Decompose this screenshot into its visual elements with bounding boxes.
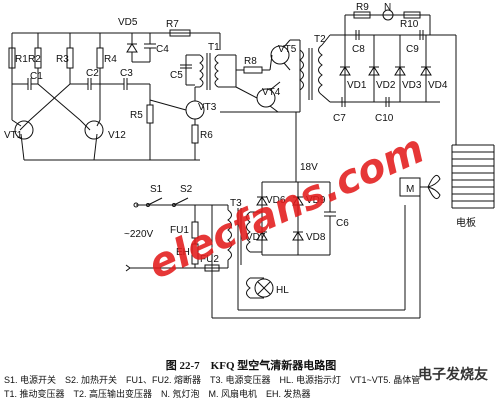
watermark-text: elecfans.com	[142, 126, 432, 289]
label-hl: HL	[276, 285, 289, 296]
label-c7: C7	[333, 113, 346, 124]
diode-vd3	[394, 66, 406, 76]
label-r9: R9	[356, 2, 369, 13]
figure-caption: 图 22-7 KFQ 型空气清新器电路图	[165, 360, 337, 372]
legend-line-2: T1. 推动变压器 T2. 高压输出变压器 N. 氖灯泡 M. 风扇电机 EH.…	[4, 389, 311, 399]
label-220v: ~220V	[124, 229, 154, 240]
label-r6: R6	[200, 130, 213, 141]
label-t2: T2	[314, 34, 326, 45]
legend-line-1: S1. 电源开关 S2. 加热开关 FU1、FU2. 熔断器 T3. 电源变压器…	[4, 375, 421, 385]
diode-vd9	[292, 196, 304, 206]
label-vd7: VD7	[246, 232, 266, 243]
resistor-r7	[169, 29, 191, 37]
label-c10: C10	[375, 113, 394, 124]
label-r3: R3	[56, 54, 69, 65]
hv-block	[295, 9, 457, 170]
label-t1: T1	[208, 42, 220, 53]
transformer-t2	[299, 49, 304, 91]
label-fu1: FU1	[170, 225, 189, 236]
label-18v: 18V	[300, 162, 318, 173]
label-s2: S2	[180, 184, 193, 195]
resistor-r6	[191, 124, 199, 144]
zener-vd5	[126, 43, 138, 53]
indicator-lamp-hl	[254, 278, 274, 298]
diode-vd6	[256, 196, 268, 206]
resistor-r10	[403, 11, 421, 19]
driver-block	[149, 33, 301, 160]
label-vt2: V12	[108, 130, 126, 141]
label-n: N	[384, 2, 391, 13]
label-c6: C6	[336, 218, 349, 229]
label-fu2: FU2	[200, 254, 219, 265]
resistor-r8	[243, 66, 263, 74]
label-vt4: VT4	[262, 87, 281, 98]
label-vd3: VD3	[402, 80, 422, 91]
diode-vd1	[339, 66, 351, 76]
switch-s2	[173, 197, 189, 206]
transistor-vt1	[14, 120, 34, 140]
label-vd5: VD5	[118, 17, 138, 28]
label-r10: R10	[400, 19, 419, 30]
neon-lamp-n	[382, 9, 394, 21]
resistor-r4	[96, 47, 104, 69]
diode-vd8	[292, 231, 304, 241]
label-vd9: VD9	[306, 195, 326, 206]
label-c2: C2	[86, 68, 99, 79]
label-vd8: VD8	[306, 232, 326, 243]
power-supply-block	[125, 170, 441, 319]
label-eh: EH	[176, 247, 190, 258]
fan-icon	[427, 174, 441, 200]
label-c9: C9	[406, 44, 419, 55]
transformer-t1	[199, 54, 204, 88]
label-vt5: VT5	[278, 44, 297, 55]
label-c1: C1	[30, 71, 43, 82]
label-r5: R5	[130, 110, 143, 121]
label-c5: C5	[170, 70, 183, 81]
label-c8: C8	[352, 44, 365, 55]
label-vd1: VD1	[347, 80, 367, 91]
label-m: M	[406, 184, 414, 195]
label-r1: R1	[15, 54, 28, 65]
transformer-t3	[227, 209, 232, 261]
transistor-vt5	[270, 45, 290, 65]
label-c3: C3	[120, 68, 133, 79]
corner-logo: 电子发烧友	[418, 367, 488, 383]
label-vd2: VD2	[376, 80, 396, 91]
diode-vd7	[256, 231, 268, 241]
label-s1: S1	[150, 184, 163, 195]
component-labels: R1 R2 R3 R4 C1 C2 C3 R5 R6 R7 R8 VD5 C4 …	[4, 2, 476, 296]
resistor-r9	[353, 11, 371, 19]
label-vt1: VT1	[4, 130, 23, 141]
transistor-vt2	[84, 120, 104, 140]
label-r8: R8	[244, 56, 257, 67]
diode-vd2	[368, 66, 380, 76]
label-vd4: VD4	[428, 80, 448, 91]
switch-s1	[147, 197, 163, 206]
electrode-plate	[451, 144, 495, 209]
label-vt3: VT3	[198, 102, 217, 113]
oscillator-block	[8, 29, 220, 161]
label-vd6: VD6	[266, 195, 286, 206]
label-r7: R7	[166, 19, 179, 30]
label-plate: 电板	[456, 216, 476, 229]
diode-vd4	[420, 66, 432, 76]
label-r2: R2	[28, 54, 41, 65]
label-r4: R4	[104, 54, 117, 65]
resistor-r5	[146, 104, 154, 124]
label-c4: C4	[156, 44, 169, 55]
label-t3: T3	[230, 198, 242, 209]
